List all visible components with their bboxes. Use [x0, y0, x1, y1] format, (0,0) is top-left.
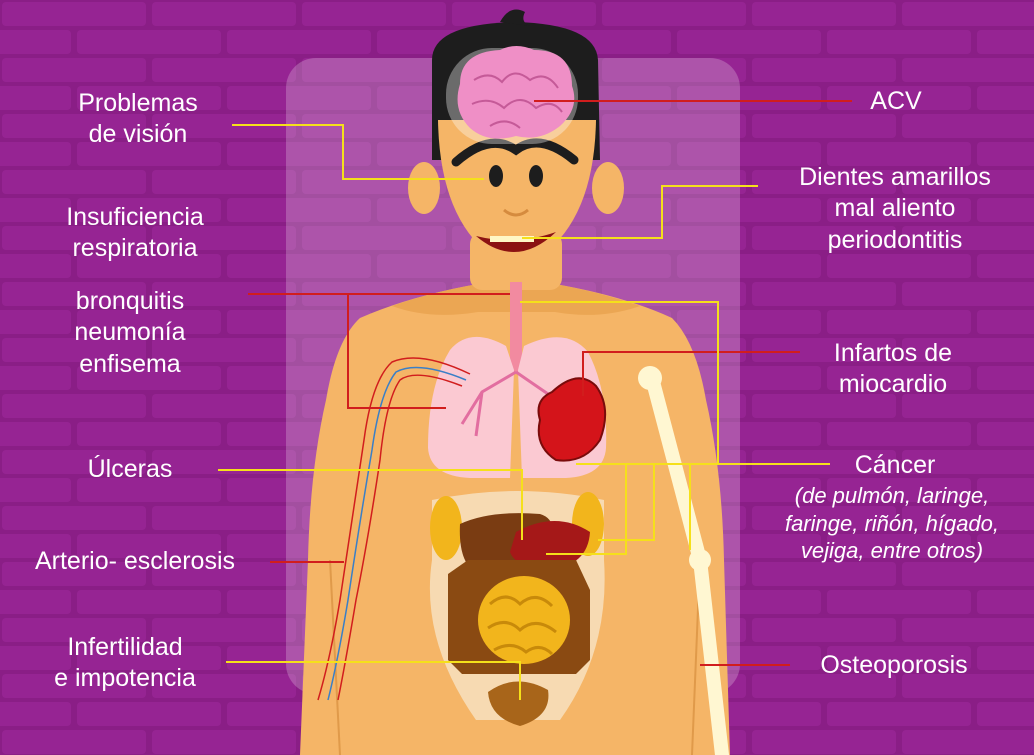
label-cancer-detail: (de pulmón, laringe, faringe, riñón, híg… [752, 482, 1032, 565]
label-acv: ACV [856, 86, 936, 117]
label-line: Dientes amarillos [768, 162, 1022, 193]
label-problemas-vision: Problemas de visión [48, 88, 228, 151]
label-line: Úlceras [60, 454, 200, 485]
label-ulceras: Úlceras [60, 454, 200, 485]
label-dientes: Dientes amarillos mal aliento periodonti… [768, 162, 1022, 256]
label-arterio-esclerosis: Arterio- esclerosis [4, 546, 266, 577]
label-line: neumonía [40, 317, 220, 348]
label-line: Cáncer [830, 450, 960, 481]
label-infartos: Infartos de miocardio [808, 338, 978, 401]
label-line: faringe, riñón, hígado, [752, 510, 1032, 538]
label-line: e impotencia [30, 663, 220, 694]
label-line: respiratoria [30, 233, 240, 264]
label-line: Infertilidad [30, 632, 220, 663]
label-line: periodontitis [768, 225, 1022, 256]
label-insuficiencia-respiratoria: Insuficiencia respiratoria [30, 202, 240, 265]
label-line: Infartos de [808, 338, 978, 369]
label-line: vejiga, entre otros) [752, 537, 1032, 565]
label-bronquitis: bronquitis neumonía enfisema [40, 286, 220, 380]
label-line: mal aliento [768, 193, 1022, 224]
label-line: miocardio [808, 369, 978, 400]
label-line: ACV [856, 86, 936, 117]
label-line: de visión [48, 119, 228, 150]
label-line: Arterio- esclerosis [4, 546, 266, 577]
label-infertilidad: Infertilidad e impotencia [30, 632, 220, 695]
label-line: Problemas [48, 88, 228, 119]
label-cancer: Cáncer [830, 450, 960, 481]
label-line: enfisema [40, 349, 220, 380]
label-osteoporosis: Osteoporosis [794, 650, 994, 681]
label-line: (de pulmón, laringe, [752, 482, 1032, 510]
trachea [510, 282, 522, 372]
label-line: bronquitis [40, 286, 220, 317]
label-line: Insuficiencia [30, 202, 240, 233]
label-line: Osteoporosis [794, 650, 994, 681]
small-intestine [478, 576, 570, 664]
